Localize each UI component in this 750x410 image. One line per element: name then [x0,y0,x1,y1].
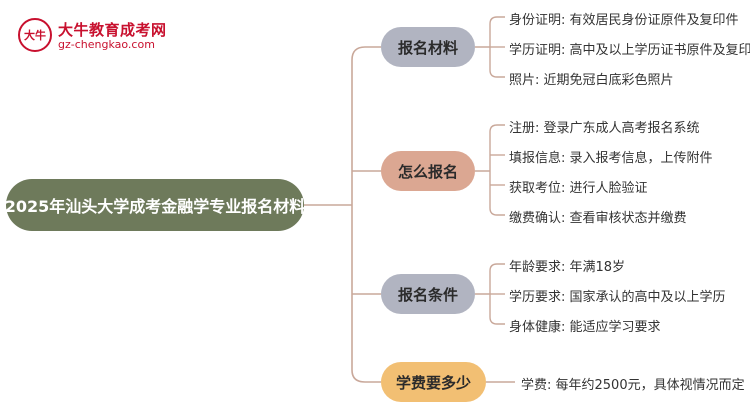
svg-text:大牛: 大牛 [24,28,46,42]
leaf-exam-seat: 获取考位: 进行人脸验证 [509,181,648,196]
bull-icon: 大牛 [24,28,46,42]
leaf-age: 年龄要求: 年满18岁 [509,260,626,275]
branch-node-how-to-apply: 怎么报名 [381,151,475,191]
connector-branch-4 [351,369,381,383]
logo-url: gz-chengkao.com [58,38,155,51]
branch-node-tuition: 学费要多少 [381,362,486,402]
leaf-education: 学历要求: 国家承认的高中及以上学历 [509,290,726,305]
logo-title: 大牛教育成考网 [58,21,167,39]
connector-b2-leaf-1 [489,124,505,133]
connector-branch-1 [351,46,381,61]
leaf-payment: 缴费确认: 查看审核状态并缴费 [509,211,687,226]
connector-b3-leaf-1 [489,263,505,272]
connector-b1-trunk [475,24,491,70]
leaf-photo: 照片: 近期免冠白底彩色照片 [509,73,674,88]
leaf-tuition: 学费: 每年约2500元，具体视情况而定 [521,378,745,393]
branch-node-materials: 报名材料 [381,27,475,67]
connector-b1-leaf-3 [489,69,505,78]
leaf-register: 注册: 登录广东成人高考报名系统 [509,121,700,136]
leaf-fill-info: 填报信息: 录入报考信息，上传附件 [509,151,713,166]
site-logo[interactable]: 大牛 大牛教育成考网 gz-chengkao.com [18,16,178,56]
connector-b3-trunk [475,271,491,317]
root-node: 2025年汕头大学成考金融学专业报名材料 [5,179,305,231]
connector-b3-leaf-3 [489,316,505,325]
leaf-id-proof: 身份证明: 有效居民身份证原件及复印件 [509,13,739,28]
leaf-health: 身体健康: 能适应学习要求 [509,320,661,335]
logo-mark-icon: 大牛 [18,18,52,52]
branch-node-requirements: 报名条件 [381,274,475,314]
connector-b2-leaf-4 [489,207,505,216]
leaf-education-proof: 学历证明: 高中及以上学历证书原件及复印件 [509,43,750,58]
connector-b2-trunk [475,132,491,208]
connector-b1-leaf-1 [489,16,505,25]
